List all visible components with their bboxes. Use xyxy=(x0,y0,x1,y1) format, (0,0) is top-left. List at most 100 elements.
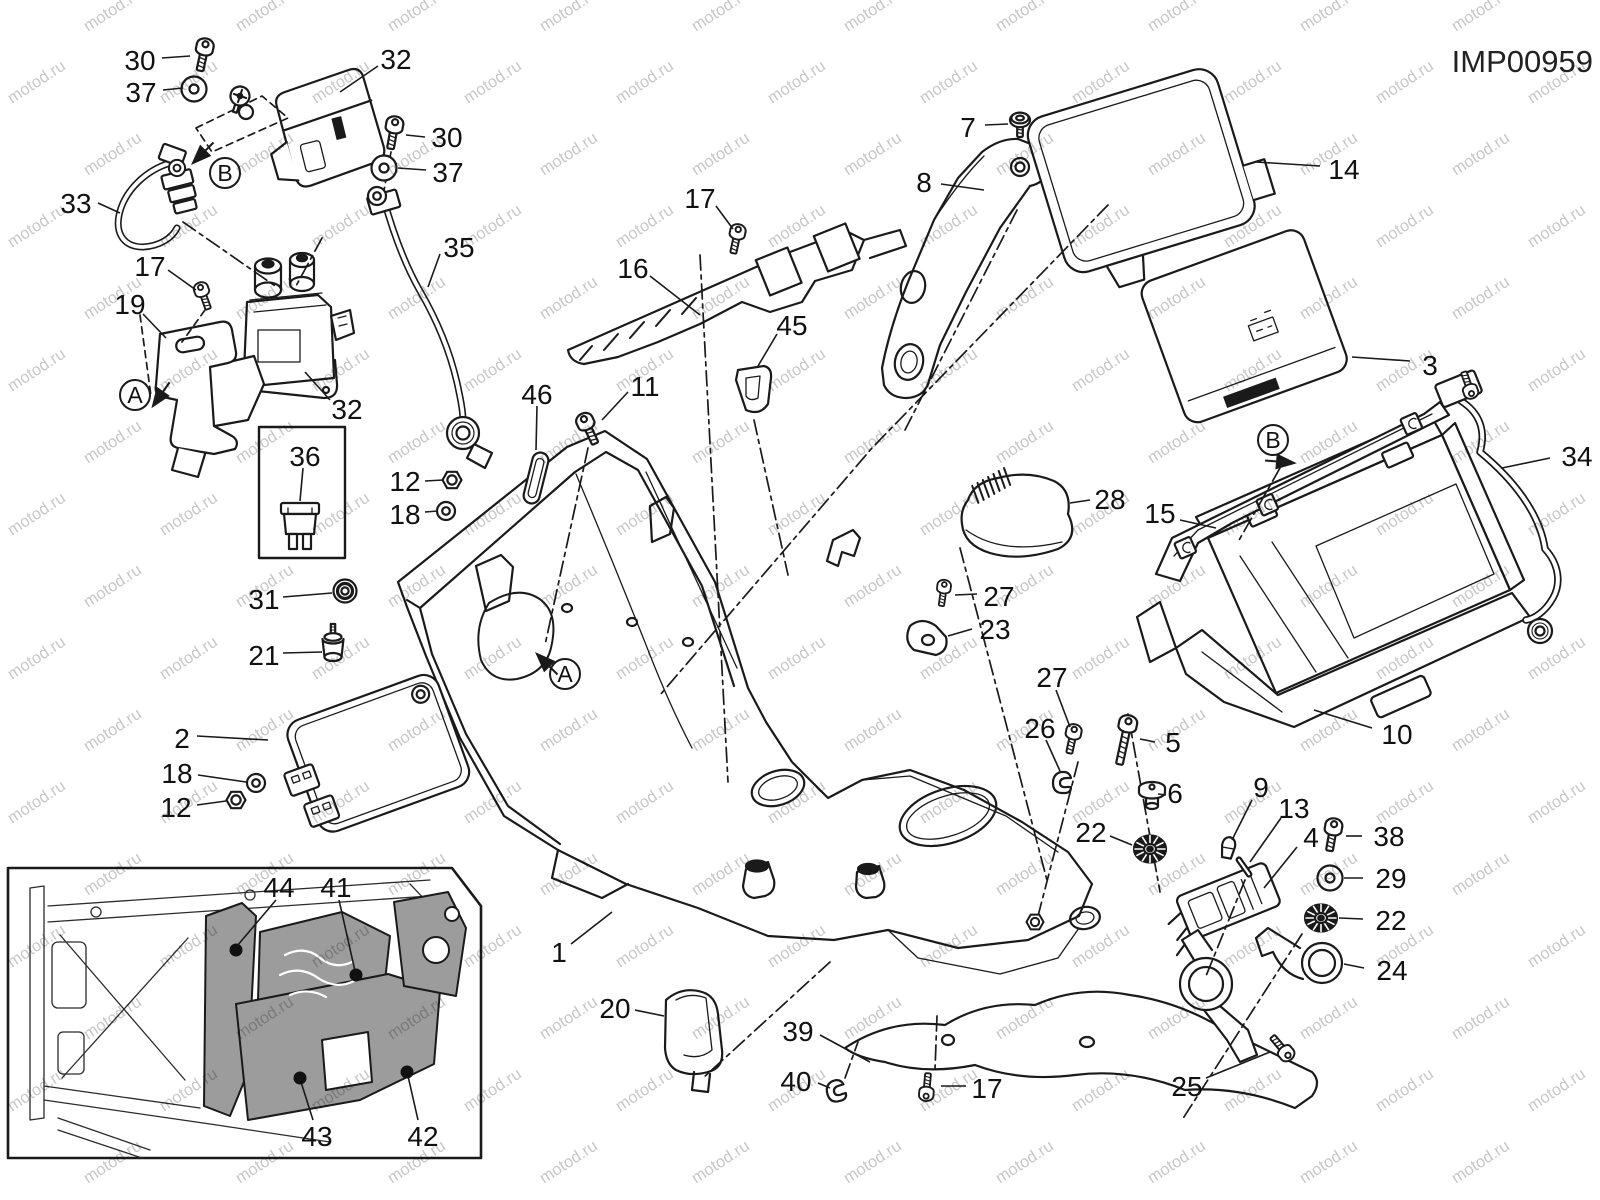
callout-number: 14 xyxy=(1328,154,1359,185)
callout-12: 12 xyxy=(160,792,227,823)
nut-icon xyxy=(1025,913,1045,931)
callout-35: 35 xyxy=(427,232,475,288)
callout-16: 16 xyxy=(617,253,701,316)
watermark-text: motod.ru xyxy=(460,345,524,396)
callout-30: 30 xyxy=(124,45,191,76)
callout-number: 41 xyxy=(320,872,351,903)
callout-number: 10 xyxy=(1381,719,1412,750)
view-marker-b: B xyxy=(1257,424,1297,470)
callout-41: 41 xyxy=(320,872,363,982)
watermark-text: motod.ru xyxy=(764,345,828,396)
callout-46: 46 xyxy=(521,379,553,451)
watermark-text: motod.ru xyxy=(308,633,372,684)
view-marker-a: A xyxy=(119,379,171,411)
image-code: IMP00959 xyxy=(1452,44,1593,79)
grommet-star-icon xyxy=(1132,834,1168,864)
watermark-text: motod.ru xyxy=(1372,1065,1436,1116)
watermark-text: motod.ru xyxy=(4,201,68,252)
view-arrow-icon xyxy=(1265,453,1297,470)
view-arrow-icon xyxy=(191,141,215,165)
callout-34: 34 xyxy=(1501,441,1593,472)
part-relay-cover xyxy=(270,67,386,188)
watermark-text: motod.ru xyxy=(4,489,68,540)
callout-number: 25 xyxy=(1171,1071,1202,1102)
callout-number: 16 xyxy=(617,253,648,284)
part-eyelet-bracket-24 xyxy=(1254,926,1344,985)
watermark-text: motod.ru xyxy=(1372,777,1436,828)
watermark-text: motod.ru xyxy=(840,561,904,612)
callout-dot xyxy=(293,1071,307,1085)
watermark-text: motod.ru xyxy=(536,273,600,324)
callout-number: 26 xyxy=(1024,713,1055,744)
callout-36: 36 xyxy=(289,441,321,502)
watermark-text: motod.ru xyxy=(1144,417,1208,468)
callout-number: 37 xyxy=(432,157,463,188)
callout-number: 17 xyxy=(134,251,165,282)
callout-3: 3 xyxy=(1351,350,1438,381)
watermark-text: motod.ru xyxy=(688,129,752,180)
callout-number: 18 xyxy=(161,758,192,789)
watermark-text: motod.ru xyxy=(764,57,828,108)
callout-number: 33 xyxy=(60,188,91,219)
watermark-text: motod.ru xyxy=(536,993,600,1044)
part-rear-subframe xyxy=(396,429,1101,975)
callout-12: 12 xyxy=(389,466,444,497)
callout-number: 39 xyxy=(782,1016,813,1047)
watermark-text: motod.ru xyxy=(536,129,600,180)
callout-number: 27 xyxy=(983,581,1014,612)
watermark-text: motod.ru xyxy=(1220,57,1284,108)
watermark-text: motod.ru xyxy=(688,417,752,468)
callout-number: 38 xyxy=(1373,821,1404,852)
watermark-text: motod.ru xyxy=(4,345,68,396)
svg-text:A: A xyxy=(127,382,143,408)
callout-14: 14 xyxy=(1255,154,1360,185)
callout-number: 22 xyxy=(1375,905,1406,936)
watermark-text: motod.ru xyxy=(992,0,1056,35)
callout-11: 11 xyxy=(601,371,660,421)
watermark-text: motod.ru xyxy=(80,129,144,180)
watermark-text: motod.ru xyxy=(1296,0,1360,35)
callout-number: 15 xyxy=(1144,498,1175,529)
view-arrow-icon xyxy=(151,381,171,409)
watermark-text: motod.ru xyxy=(156,633,220,684)
callout-2: 2 xyxy=(174,723,269,754)
callout-18: 18 xyxy=(389,499,439,530)
callout-13: 13 xyxy=(1249,793,1310,863)
callout-28: 28 xyxy=(1069,484,1126,515)
watermark-text: motod.ru xyxy=(384,0,448,35)
part-battery-tray xyxy=(1135,591,1532,729)
svg-text:B: B xyxy=(217,160,232,186)
part-solenoid xyxy=(234,251,356,400)
watermark-text: motod.ru xyxy=(1448,1137,1512,1188)
callout-number: 31 xyxy=(248,584,279,615)
callout-25: 25 xyxy=(1171,1051,1271,1102)
watermark-text: motod.ru xyxy=(992,1137,1056,1188)
part-pad-46 xyxy=(522,451,550,505)
washer-icon xyxy=(435,500,457,522)
callout-5: 5 xyxy=(1139,727,1181,758)
callout-4: 4 xyxy=(1263,822,1319,889)
ring-terminal-sm-icon xyxy=(1526,617,1554,645)
callout-number: 34 xyxy=(1561,441,1592,472)
part-grommet-45 xyxy=(734,364,773,414)
callout-27: 27 xyxy=(954,581,1015,612)
bolt-icon xyxy=(933,578,953,608)
watermark-text: motod.ru xyxy=(1448,273,1512,324)
bolt-icon xyxy=(1060,721,1084,756)
watermark-text: motod.ru xyxy=(612,921,676,972)
watermark-text: motod.ru xyxy=(840,705,904,756)
callout-number: 44 xyxy=(263,872,294,903)
part-heat-shield xyxy=(843,990,1319,1110)
callout-number: 40 xyxy=(780,1066,811,1097)
bolt-long-icon xyxy=(1109,712,1140,768)
callout-number: 8 xyxy=(916,167,932,198)
washer-icon xyxy=(366,185,388,207)
part-battery-cable-34 xyxy=(1434,369,1562,624)
part-loop-bracket xyxy=(1178,928,1259,1064)
callout-number: 30 xyxy=(124,45,155,76)
watermark-text: motod.ru xyxy=(1068,633,1132,684)
callout-23: 23 xyxy=(947,614,1011,645)
callout-number: 12 xyxy=(160,792,191,823)
callout-6: 6 xyxy=(1157,778,1183,809)
callout-number: 19 xyxy=(114,289,145,320)
